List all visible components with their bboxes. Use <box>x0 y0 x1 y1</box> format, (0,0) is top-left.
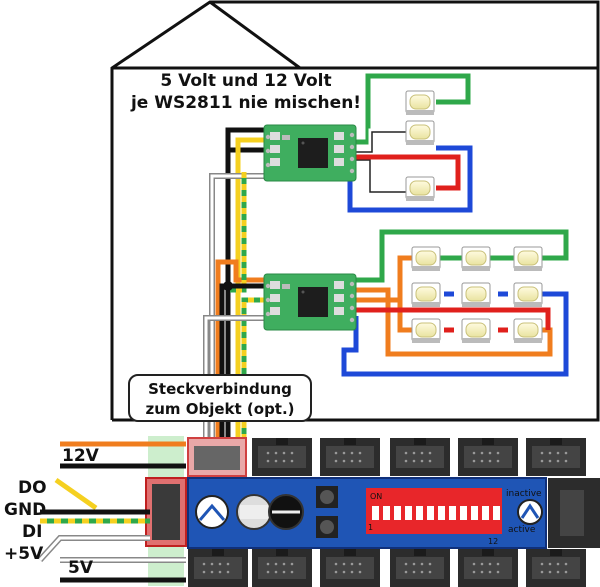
label-plus5v: +5V <box>4 544 44 564</box>
label-5v: 5V <box>68 558 93 578</box>
dip-twelve-label: 12 <box>488 537 498 546</box>
label-do: DO <box>18 478 47 498</box>
led-icon <box>411 246 441 272</box>
label-di: DI <box>22 522 43 542</box>
led-icon <box>411 282 441 308</box>
led-icon <box>513 282 543 308</box>
house-front-wall <box>112 66 600 422</box>
capacitor-icon <box>195 495 229 529</box>
active-label: active <box>508 525 536 535</box>
upper-led-wiring <box>347 73 473 213</box>
top-header-row <box>187 437 586 477</box>
label-gnd: GND <box>4 500 47 520</box>
bottom-header-row <box>188 549 586 587</box>
inactive-label: inactive <box>506 489 542 499</box>
warning-note-line1: 5 Volt und 12 Volt <box>160 71 332 91</box>
led-icon <box>513 246 543 272</box>
house-roof-gable <box>209 0 301 70</box>
led-icon <box>513 318 543 344</box>
label-12v: 12V <box>62 446 99 466</box>
capacitor-icon <box>517 499 543 525</box>
dip-one-label: 1 <box>368 523 373 532</box>
led-icon <box>405 90 435 116</box>
led-icon <box>461 246 491 272</box>
led-icon <box>411 318 441 344</box>
warning-note-line2: je WS2811 nie mischen! <box>130 93 362 113</box>
warning-note: 5 Volt und 12 Volt je WS2811 nie mischen… <box>118 70 374 114</box>
pushbutton-icon <box>316 486 338 508</box>
connector-callout-line2: zum Objekt (opt.) <box>145 400 295 418</box>
house-roof-ridge <box>215 2 305 68</box>
led-icon <box>405 176 435 202</box>
ws2811-chip-icon-lower <box>263 273 357 331</box>
dip-switch-icon <box>366 488 502 534</box>
ws2811-chip-icon-upper <box>263 124 357 182</box>
capacitor-icon <box>236 494 272 530</box>
connector-callout-line1: Steckverbindung <box>148 380 292 398</box>
connector-callout: Steckverbindung zum Objekt (opt.) <box>128 374 312 422</box>
pushbutton-icon <box>316 516 338 538</box>
led-icon <box>405 120 435 146</box>
led-icon <box>461 282 491 308</box>
led-icon <box>461 318 491 344</box>
dip-on-label: ON <box>370 492 382 501</box>
input-wires <box>37 441 186 583</box>
capacitor-icon <box>268 494 304 530</box>
